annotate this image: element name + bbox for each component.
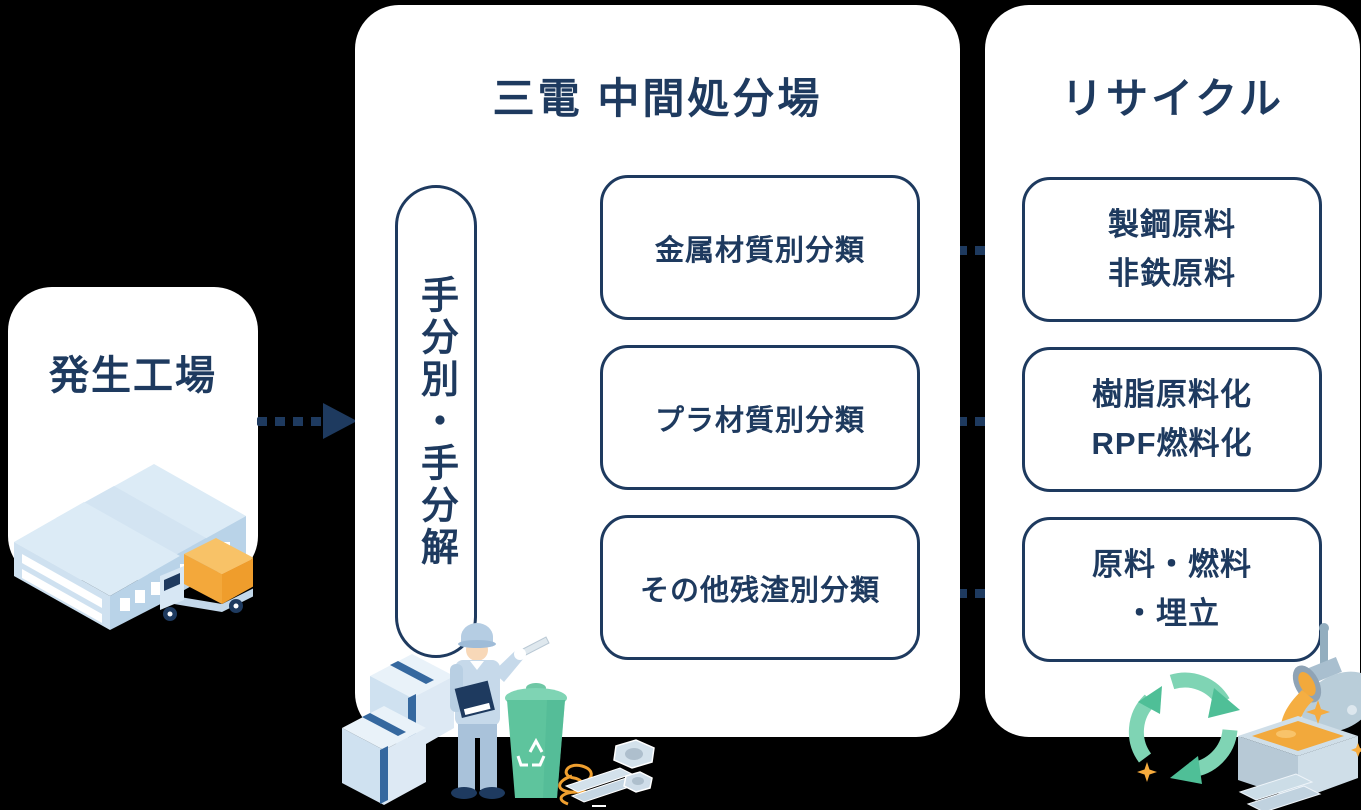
manual-sorting-pill: 手分別・手分解 [395, 185, 477, 658]
plant-panel: 三電 中間処分場 手分別・手分解 金属材質別分類 プラ材質別分類 その他残渣別分… [355, 5, 960, 737]
output-box-steel-line2: 非鉄原料 [1108, 255, 1236, 291]
recycle-smelting-illustration [1128, 623, 1361, 810]
recycle-panel-title: リサイクル [1061, 75, 1284, 122]
recycle-icon [516, 737, 546, 767]
output-box-steel-line1: 製鋼原料 [1108, 207, 1236, 243]
category-box-residue-label: その他残渣別分類 [639, 574, 880, 607]
dotted-line [257, 416, 323, 426]
sparkle-icon [1137, 762, 1157, 782]
flow-arrow-source-to-plant [257, 403, 357, 439]
category-box-metal-label: 金属材質別分類 [654, 234, 865, 267]
recycle-panel: リサイクル 製鋼原料 非鉄原料 樹脂原料化 RPF燃料化 原料・燃料 ・埋立 [985, 5, 1360, 737]
sparkle-icon [1306, 700, 1330, 724]
output-box-material-fuel-landfill-line2: ・埋立 [1124, 595, 1220, 631]
output-box-resin-line1: 樹脂原料化 [1092, 377, 1252, 413]
output-box-resin-line2: RPF燃料化 [1091, 425, 1253, 461]
category-box-plastic: プラ材質別分類 [600, 345, 920, 490]
manual-sorting-label: 手分別・手分解 [414, 274, 457, 569]
arrowhead-icon [323, 403, 357, 439]
category-box-residue: その他残渣別分類 [600, 515, 920, 660]
output-box-material-fuel-landfill-line1: 原料・燃料 [1092, 547, 1252, 583]
output-box-steel: 製鋼原料 非鉄原料 [1022, 177, 1322, 322]
output-box-material-fuel-landfill: 原料・燃料 ・埋立 [1022, 517, 1322, 662]
source-factory-label: 発生工場 [49, 354, 217, 398]
category-box-metal: 金属材質別分類 [600, 175, 920, 320]
plant-panel-title: 三電 中間処分場 [492, 75, 823, 122]
category-box-plastic-label: プラ材質別分類 [654, 404, 865, 437]
worker-sorting-illustration [342, 623, 655, 807]
factory-truck-illustration [14, 464, 253, 630]
sparkle-icon [1351, 743, 1361, 757]
output-box-resin: 樹脂原料化 RPF燃料化 [1022, 347, 1322, 492]
